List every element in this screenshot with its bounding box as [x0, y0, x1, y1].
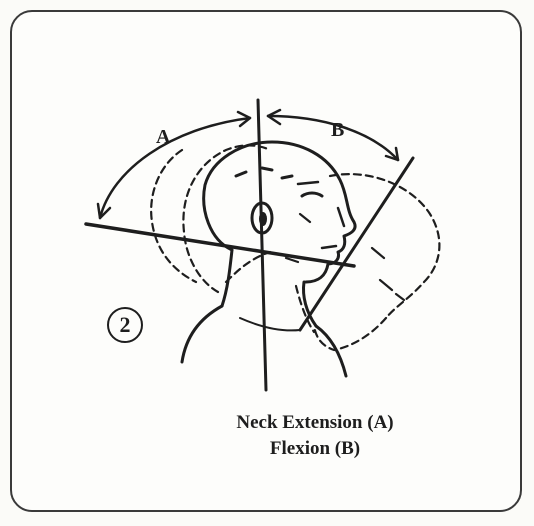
- arc-label-b: B: [331, 120, 344, 140]
- hairline-marks: [236, 168, 292, 178]
- collar-curve: [240, 318, 300, 330]
- neutral-eye: [302, 193, 322, 196]
- flexed-face-features: [372, 248, 404, 300]
- neutral-nose: [338, 208, 344, 226]
- neutral-shoulder-right: [316, 326, 346, 376]
- arc-label-a: A: [156, 127, 170, 147]
- arc-a: [100, 118, 250, 218]
- step-number-badge: 2: [107, 307, 143, 343]
- neutral-shoulder-left: [182, 306, 222, 362]
- ear-inner: [259, 212, 267, 226]
- caption-line-extension: Neck Extension (A): [180, 410, 450, 436]
- extended-head-outline: [183, 145, 270, 292]
- neutral-brow: [298, 182, 318, 184]
- neutral-mouth: [322, 246, 336, 248]
- figure-caption: Neck Extension (A) Flexion (B): [180, 410, 450, 462]
- extended-head-back: [151, 150, 196, 282]
- caption-line-flexion: Flexion (B): [180, 436, 450, 462]
- extension-line: [86, 224, 354, 266]
